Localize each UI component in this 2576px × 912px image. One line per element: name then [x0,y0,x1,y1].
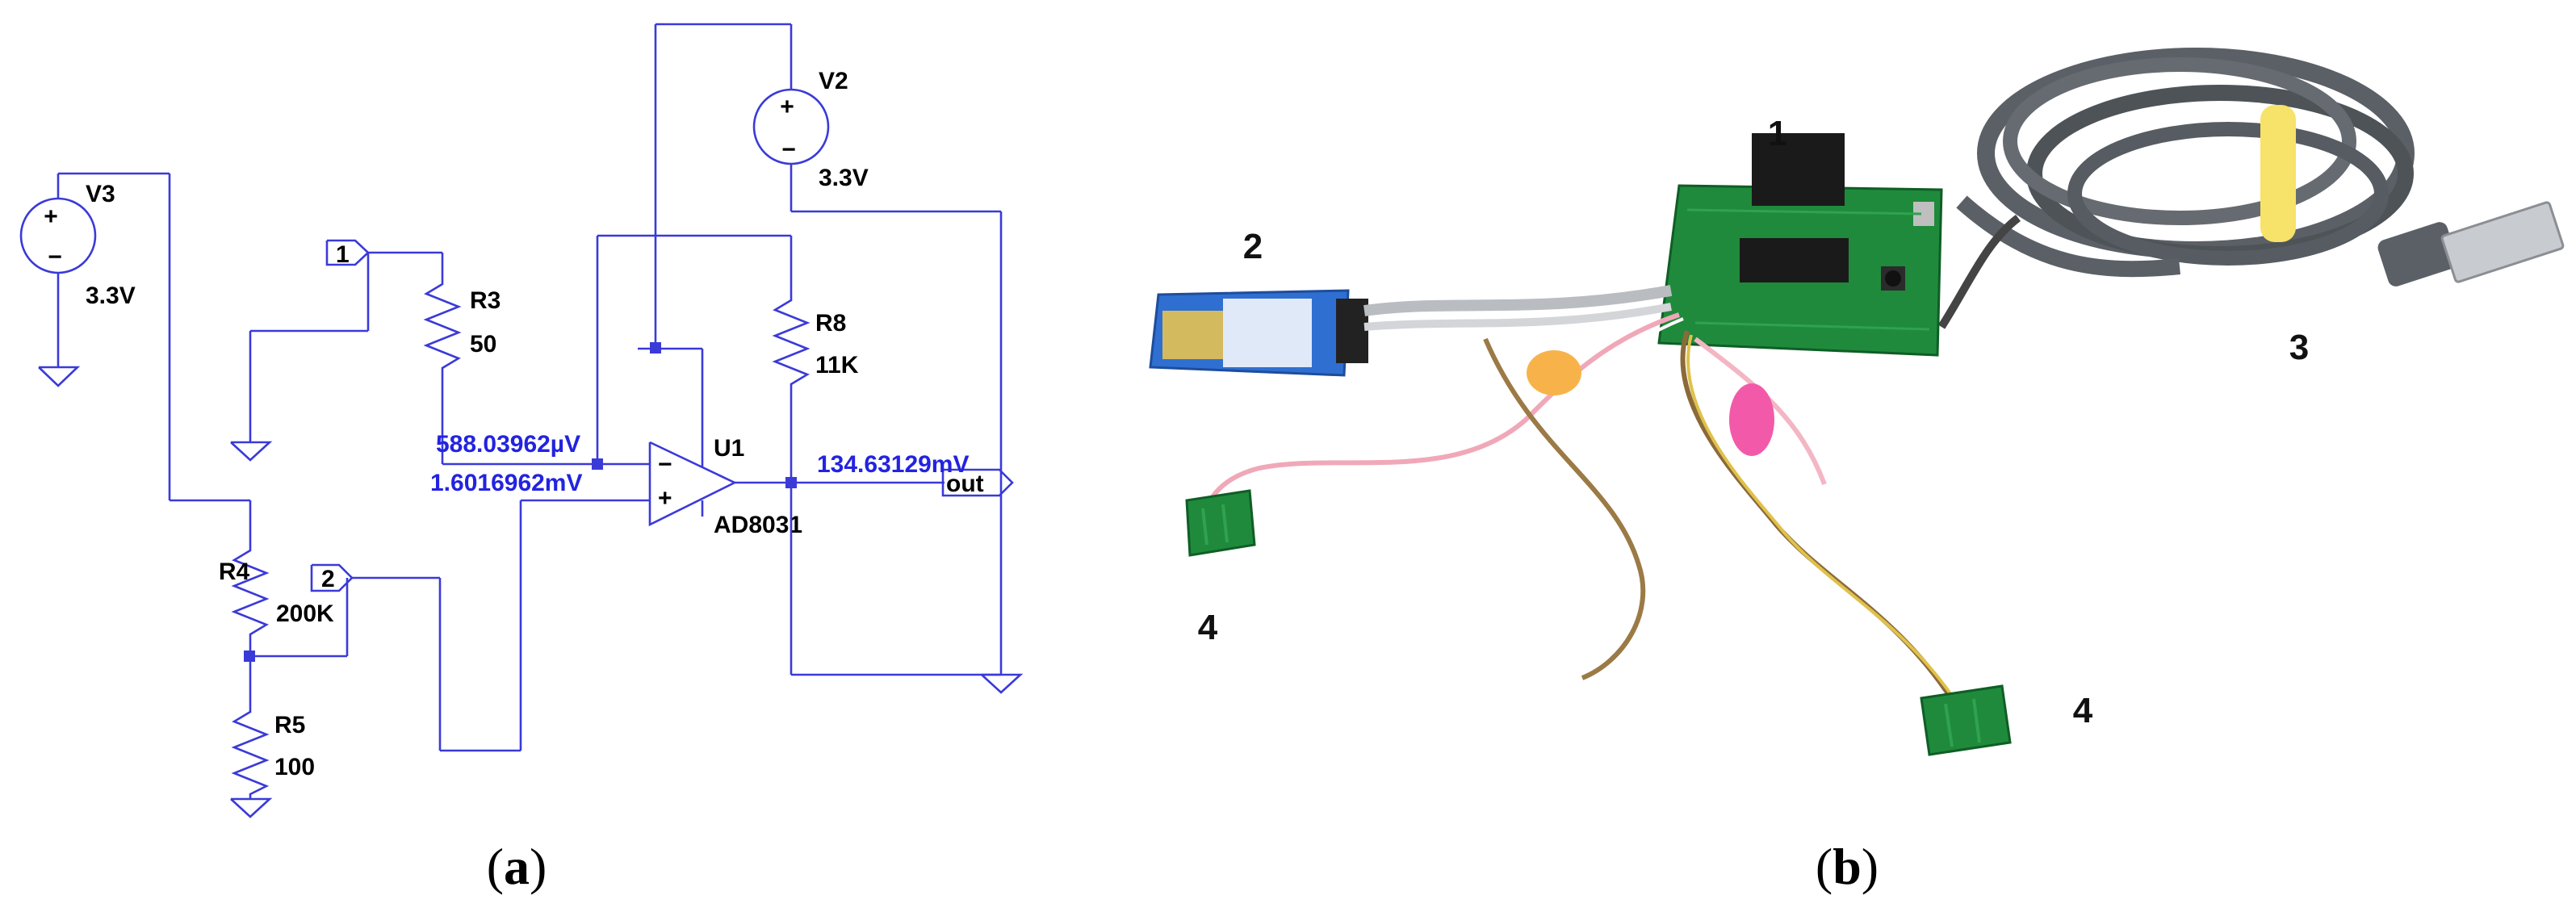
sensor-pad-right [1920,684,2012,756]
v3-minus-sign: − [48,244,62,270]
sensor-pad-left [1185,489,1256,557]
v3-voltage-source: + − V3 3.3V [19,172,170,387]
opamp-plus: + [658,485,672,512]
out-port-label: out [946,471,984,497]
callout-3: 3 [2289,328,2309,367]
output-voltage: 134.63129mV [817,451,970,478]
inverting-junction [592,458,603,470]
inverting-voltage: 588.03962µV [436,431,580,458]
r3-resistor: R3 50 [423,253,501,379]
r4-r5-junction [244,651,255,662]
r4-resistor: R4 200K [219,541,334,646]
pcb-header-middle [1740,238,1849,282]
callout-1: 1 [1768,114,1787,153]
r8-value: 11K [815,352,859,379]
schematic-panel: + − V3 3.3V R4 200K 2 [19,23,1024,895]
r3-value: 50 [470,331,496,358]
usb-cable [1937,48,2565,329]
v3-label: V3 [86,181,115,207]
callout-4-right: 4 [2073,691,2093,730]
v3-plus-sign: + [44,203,58,230]
port-2: 2 [310,563,354,592]
r5-resistor: R5 100 [230,702,315,818]
orange-cable-tie [1527,350,1581,395]
r4-label: R4 [219,558,250,585]
u1-opamp: − + U1 AD8031 [648,435,802,538]
v3-value: 3.3V [86,282,136,309]
v2-value: 3.3V [819,165,869,191]
usb-plug [2440,201,2565,283]
r8-label: R8 [815,310,846,337]
port-1: 1 [325,239,370,268]
r3-label: R3 [470,287,501,314]
pink-white-wire-left [1200,312,1680,517]
out-port: out [941,468,1014,497]
ribbon-cable [1363,285,1673,316]
r5-value: 100 [274,754,315,780]
port-1-label: 1 [336,241,350,268]
port-2-label: 2 [321,566,335,592]
r5-label: R5 [274,712,305,738]
brown-yellow-wire-right [1680,330,1956,704]
r4-value: 200K [276,600,334,627]
caption-b: (b) [1816,838,1879,895]
callout-2: 2 [1243,227,1263,266]
u1-model: AD8031 [714,512,802,538]
v2-plus-sign: + [780,94,794,120]
bluetooth-module [1149,289,1368,377]
callout-4-left: 4 [1198,608,1218,647]
noninverting-voltage: 1.6016962mV [430,470,583,496]
r8-resistor: R8 11K [772,236,859,395]
v2-voltage-source: + − V2 3.3V [752,68,869,191]
pink-cable-tie [1729,383,1774,456]
yellow-cable-tie [2260,105,2296,242]
opamp-minus: − [658,451,672,478]
v2-label: V2 [819,68,848,94]
hardware-photo-panel: 1 2 3 4 4 (b) [1149,48,2565,895]
main-pcb [1657,133,1943,357]
caption-a: (a) [487,838,547,895]
pcb-header-top [1752,133,1845,206]
v2-minus-sign: − [781,136,796,163]
u1-label: U1 [714,435,744,462]
